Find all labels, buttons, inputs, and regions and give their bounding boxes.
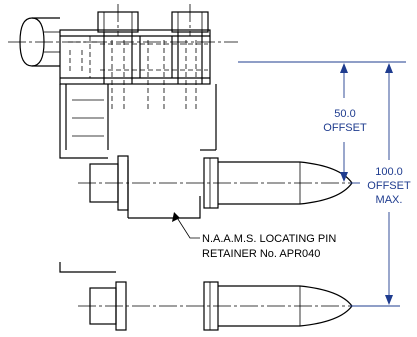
locating-pin-lower (59, 262, 353, 331)
dim-100-label: OFFSET (367, 180, 411, 192)
dim-100-qualifier: MAX. (376, 194, 403, 206)
dimension-50-offset (340, 63, 348, 182)
callout-line-1: N.A.A.M.S. LOCATING PIN (202, 233, 336, 245)
dimension-100-offset (385, 63, 393, 305)
dim-50-label: OFFSET (323, 122, 367, 134)
dim-50-value: 50.0 (334, 108, 355, 120)
hidden-lines-block (68, 36, 208, 110)
dim-100-value: 100.0 (375, 166, 403, 178)
clamp-block (59, 29, 211, 85)
bolt-shafts (103, 32, 203, 84)
pin-bracket (59, 84, 217, 219)
callout-leader (172, 212, 200, 239)
callout-line-2: RETAINER No. APR040 (202, 248, 320, 260)
extension-lines (238, 61, 406, 307)
